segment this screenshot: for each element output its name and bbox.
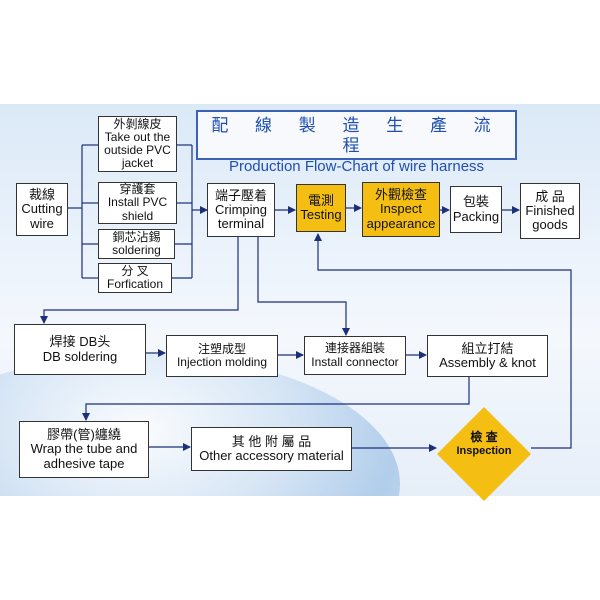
edge-assembly-wrap — [82, 377, 470, 421]
node-install-shield-en: Install PVC shield — [107, 195, 168, 223]
node-assembly-knot: 組立打結 Assembly & knot — [427, 335, 548, 377]
node-other-accessory: 其 他 附 屬 品 Other accessory material — [191, 427, 352, 471]
node-inspection-label: 檢 查 Inspection — [437, 430, 531, 457]
node-finished-goods-zh: 成 品 — [535, 188, 565, 204]
edge-crimping-connector — [257, 237, 350, 336]
node-db-soldering-en: DB soldering — [42, 348, 118, 364]
node-finished-goods: 成 品 Finished goods — [520, 183, 580, 239]
node-injection-molding: 注塑成型 Injection molding — [166, 335, 278, 377]
node-install-connector-en: Install connector — [311, 354, 399, 369]
node-crimping-terminal: 端子壓着 Crimping terminal — [207, 183, 275, 237]
node-take-out-jacket-zh: 外剝線皮 — [113, 116, 162, 131]
node-forfication-en: Forfication — [106, 277, 164, 291]
title-chinese: 配 線 製 造 生 產 流 程 — [211, 116, 502, 155]
node-cutting-wire-zh: 裁線 — [28, 187, 55, 203]
edge-inspection-testing — [314, 233, 572, 449]
node-inspect-appearance-zh: 外觀檢查 — [374, 187, 427, 203]
node-testing: 電測 Testing — [296, 184, 346, 232]
node-injection-molding-en: Injection molding — [176, 355, 268, 369]
node-wrap-tube: 膠帶(管)纏繞 Wrap the tube and adhesive tape — [19, 421, 149, 478]
title-box: 配 線 製 造 生 產 流 程 Production Flow-Chart of… — [196, 110, 517, 175]
node-wrap-tube-en: Wrap the tube and adhesive tape — [30, 441, 138, 471]
node-cutting-wire-en: Cutting wire — [21, 201, 63, 231]
node-packing: 包裝 Packing — [450, 186, 502, 233]
node-crimping-zh: 端子壓着 — [214, 187, 267, 203]
node-install-connector-zh: 連接器組裝 — [324, 341, 385, 356]
node-packing-zh: 包裝 — [462, 194, 489, 210]
node-other-accessory-zh: 其 他 附 屬 品 — [231, 433, 312, 449]
node-soldering-en: soldering — [112, 243, 161, 257]
node-install-shield-zh: 穿護套 — [119, 182, 156, 197]
node-db-soldering: 焊接 DB头 DB soldering — [14, 324, 146, 375]
node-inspect-appearance: 外觀檢查 Inspect appearance — [362, 182, 440, 237]
node-soldering-zh: 銅芯沾錫 — [112, 229, 161, 244]
node-take-out-jacket: 外剝線皮 Take out the outside PVC jacket — [98, 116, 177, 172]
node-other-accessory-en: Other accessory material — [199, 448, 344, 463]
node-take-out-jacket-en: Take out the outside PVC jacket — [104, 129, 171, 171]
node-forfication-zh: 分 叉 — [121, 263, 149, 278]
node-install-shield: 穿護套 Install PVC shield — [98, 182, 177, 224]
node-soldering: 銅芯沾錫 soldering — [98, 229, 175, 259]
node-injection-molding-zh: 注塑成型 — [197, 341, 246, 356]
node-assembly-knot-zh: 組立打結 — [461, 340, 514, 356]
node-testing-en: Testing — [300, 207, 342, 222]
node-packing-en: Packing — [452, 208, 500, 224]
node-db-soldering-zh: 焊接 DB头 — [49, 334, 111, 350]
node-wrap-tube-zh: 膠帶(管)纏繞 — [47, 427, 121, 443]
node-forfication: 分 叉 Forfication — [98, 263, 172, 293]
node-install-connector: 連接器組裝 Install connector — [304, 336, 406, 375]
node-inspect-appearance-en: Inspect appearance — [366, 201, 436, 231]
node-testing-zh: 電測 — [307, 192, 334, 208]
node-assembly-knot-en: Assembly & knot — [439, 355, 536, 370]
edge-crimping-db — [40, 237, 239, 324]
node-cutting-wire: 裁線 Cutting wire — [16, 183, 68, 236]
title-english: Production Flow-Chart of wire harness — [228, 158, 485, 175]
node-finished-goods-en: Finished goods — [525, 202, 575, 233]
node-inspection-en: Inspection — [456, 444, 512, 457]
node-inspection-zh: 檢 查 — [470, 430, 498, 444]
node-crimping-en: Crimping terminal — [214, 201, 267, 232]
